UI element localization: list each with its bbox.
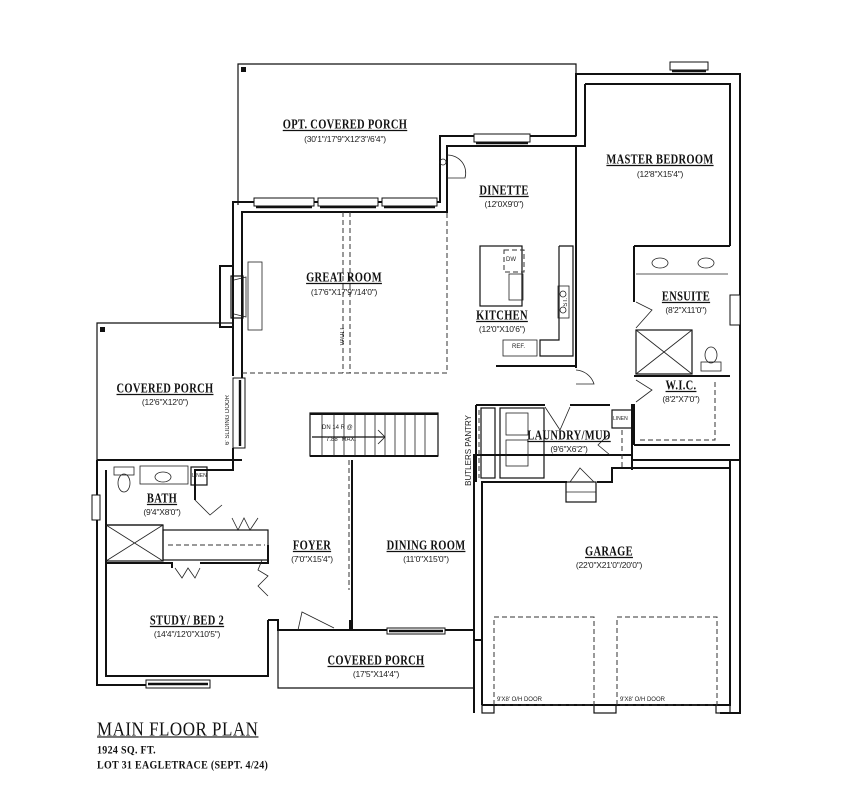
dishwasher-label: DW bbox=[506, 257, 516, 263]
room-name-garage: GARAGE bbox=[585, 545, 633, 560]
room-dims-ensuite: (8'2"X11'0") bbox=[665, 305, 707, 315]
room-dims-opt-covered-porch: (30'1"/17'9"X12'3"/6'4") bbox=[304, 134, 386, 144]
room-name-front-covered-porch: COVERED PORCH bbox=[327, 654, 425, 669]
room-name-wic: W.I.C. bbox=[665, 379, 697, 394]
room-name-opt-covered-porch: OPT. COVERED PORCH bbox=[282, 118, 408, 133]
linen-bath-label: LINEN bbox=[192, 473, 207, 479]
room-dims-great-room: (17'6"X17'9"/14'0") bbox=[310, 287, 378, 297]
room-dims-dinette: (12'0X9'0") bbox=[484, 199, 524, 209]
stove-label: ST. bbox=[563, 298, 569, 307]
room-name-master-bedroom: MASTER BEDROOM bbox=[606, 153, 714, 168]
fireplace bbox=[219, 261, 263, 331]
room-dims-dining-room: (11'0"X15'0") bbox=[403, 554, 449, 564]
room-name-laundry-mud: LAUNDRY/MUD bbox=[527, 429, 611, 444]
room-name-side-covered-porch: COVERED PORCH bbox=[116, 382, 214, 397]
room-dims-study-bed2: (14'4"/12'0"X10'5") bbox=[153, 629, 221, 639]
room-dims-bath: (9'4"X8'0") bbox=[143, 507, 181, 517]
room-dims-master-bedroom: (12'8"X15'4") bbox=[636, 169, 684, 179]
room-dims-garage: (22'0"X21'0"/20'0") bbox=[575, 560, 643, 570]
room-dims-foyer: (7'0"X15'4") bbox=[291, 554, 333, 564]
stairs-riser-label: 7.88" MAX. bbox=[326, 437, 357, 443]
room-dims-side-covered-porch: (12'6"X12'0") bbox=[141, 397, 189, 407]
linen-laundry-label: LINEN bbox=[613, 416, 628, 422]
room-name-foyer: FOYER bbox=[292, 539, 332, 554]
bath-study-walls bbox=[91, 448, 269, 689]
garage-overhead-doors bbox=[493, 616, 718, 706]
room-name-dining-room: DINING ROOM bbox=[386, 539, 466, 554]
vault-label: VAULT bbox=[340, 327, 346, 346]
fridge-label: REF. bbox=[512, 344, 526, 350]
side-covered-porch-outline bbox=[96, 322, 246, 686]
title-block: MAIN FLOOR PLAN 1924 SQ. FT. LOT 31 EAGL… bbox=[97, 718, 269, 773]
closet-doors bbox=[174, 517, 269, 597]
garage-door-left-label: 9'X8' O/H DOOR bbox=[497, 697, 542, 703]
foyer-dining-walls bbox=[268, 455, 482, 713]
master-suite-walls bbox=[633, 245, 741, 446]
room-name-kitchen: KITCHEN bbox=[476, 309, 528, 324]
bath-door-swing bbox=[194, 499, 223, 516]
laundry-mud-walls bbox=[475, 404, 633, 503]
room-dims-front-covered-porch: (17'5"X14'4") bbox=[352, 669, 400, 679]
plan-area: 1924 SQ. FT. bbox=[97, 744, 156, 758]
room-name-great-room: GREAT ROOM bbox=[306, 271, 382, 286]
room-dims-kitchen: (12'0"X10'6") bbox=[478, 324, 526, 334]
stairs-count-label: DN 14 R @ bbox=[322, 425, 353, 431]
room-name-bath: BATH bbox=[146, 492, 178, 507]
plan-title: MAIN FLOOR PLAN bbox=[97, 718, 259, 740]
sliding-door-label: 6' SLIDING DOOR bbox=[225, 395, 231, 445]
great-room-vault-lines bbox=[242, 197, 448, 374]
kitchen-fixtures bbox=[439, 61, 709, 385]
room-dims-laundry-mud: (9'6"X6'2") bbox=[550, 444, 588, 454]
garage-door-right-label: 9'X8' O/H DOOR bbox=[620, 697, 665, 703]
butlers-pantry-label: BUTLERS PANTRY bbox=[464, 415, 473, 486]
room-dims-wic: (8'2"X7'0") bbox=[662, 394, 700, 404]
stairs bbox=[309, 412, 439, 457]
plan-lot-info: LOT 31 EAGLETRACE (SEPT. 4/24) bbox=[97, 759, 269, 773]
room-name-study-bed2: STUDY/ BED 2 bbox=[149, 614, 225, 629]
room-name-ensuite: ENSUITE bbox=[661, 290, 711, 305]
room-name-dinette: DINETTE bbox=[479, 184, 529, 199]
